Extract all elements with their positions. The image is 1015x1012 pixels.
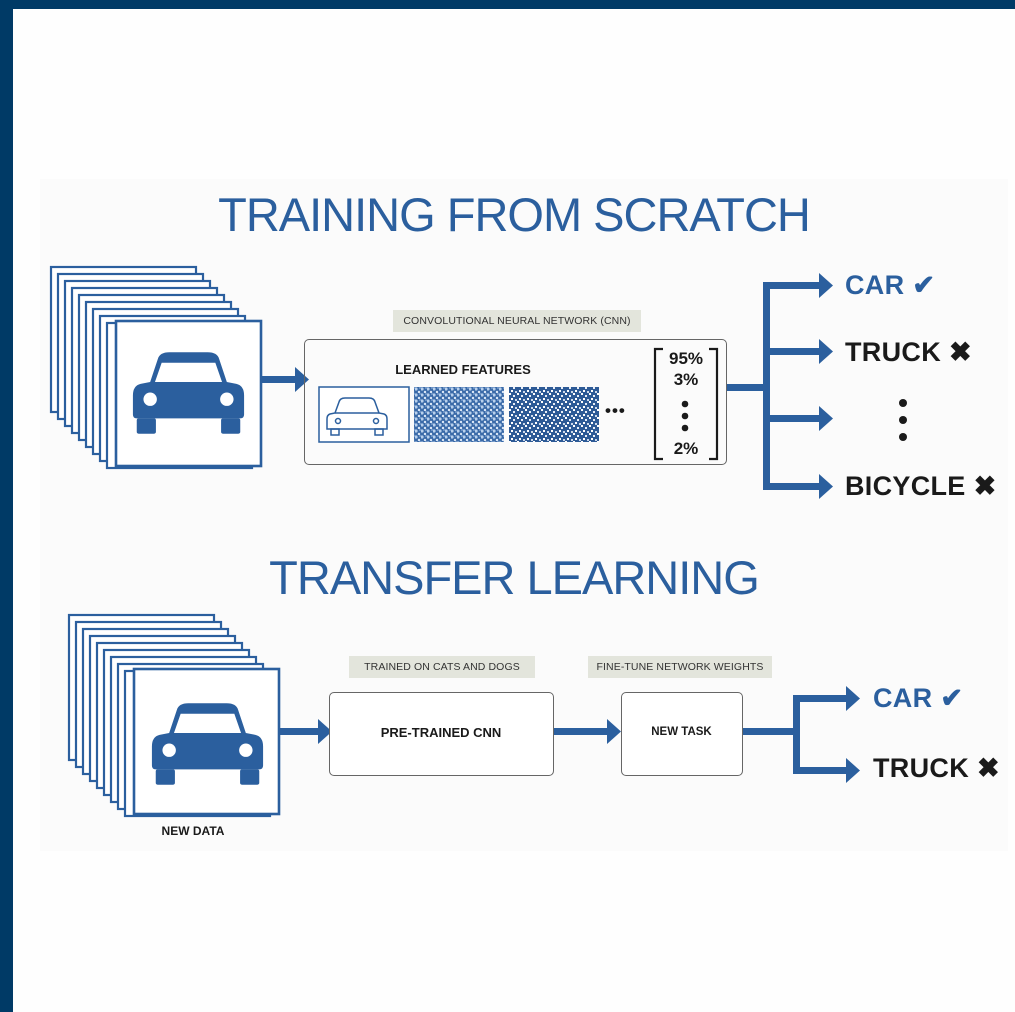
title-training-from-scratch: TRAINING FROM SCRATCH — [218, 188, 811, 241]
feature-ellipsis: ••• — [605, 401, 626, 420]
arrow-into-cnn — [261, 367, 309, 392]
new-task-box: NEW TASK — [621, 692, 743, 776]
cross-icon: ✖ — [977, 753, 1000, 783]
transfer-output-tree — [743, 686, 860, 783]
output-label: BICYCLE — [845, 471, 966, 501]
output-bicycle: BICYCLE✖ — [845, 471, 997, 502]
transfer-image-stack — [67, 613, 281, 818]
learned-features-label: LEARNED FEATURES — [395, 362, 531, 377]
probability-vertical-dots — [681, 400, 689, 432]
new-task-label: NEW TASK — [651, 726, 712, 738]
feature-map-blur — [414, 387, 504, 442]
cross-icon: ✖ — [973, 471, 997, 501]
output-vertical-dots — [899, 399, 907, 441]
output-label: TRUCK — [873, 753, 969, 783]
cnn-box — [304, 339, 727, 465]
output-label: CAR — [873, 683, 933, 713]
trained-on-tag: TRAINED ON CATS AND DOGS — [349, 656, 535, 678]
cross-icon: ✖ — [949, 337, 972, 367]
feature-map-pixel — [509, 387, 599, 442]
output-truck: TRUCK ✖ — [845, 337, 972, 368]
probability-value: 2% — [673, 439, 699, 458]
output-label: TRUCK — [845, 337, 941, 367]
check-icon: ✔ — [940, 683, 964, 713]
arrow-into-newtask — [554, 719, 621, 744]
scratch-output-tree — [726, 273, 833, 499]
new-data-label: NEW DATA — [161, 824, 225, 838]
probability-brackets — [653, 347, 719, 461]
finetune-tag: FINE-TUNE NETWORK WEIGHTS — [588, 656, 772, 678]
pretrained-cnn-label: PRE-TRAINED CNN — [380, 725, 502, 740]
transfer-output-truck: TRUCK ✖ — [873, 753, 1000, 784]
check-icon: ✔ — [912, 270, 936, 300]
figure-frame: TRAINING FROM SCRATCH TRANSFER LEARNING … — [13, 9, 1015, 1012]
arrow-into-pretrained — [280, 719, 332, 744]
pretrained-cnn-box: PRE-TRAINED CNN — [329, 692, 554, 776]
cnn-tag: CONVOLUTIONAL NEURAL NETWORK (CNN) — [393, 310, 641, 332]
title-transfer-learning: TRANSFER LEARNING — [269, 551, 760, 604]
probability-value: 3% — [673, 370, 699, 389]
transfer-output-car: CAR✔ — [873, 683, 963, 714]
diagram-graphics — [49, 265, 907, 818]
feature-map-car — [318, 386, 410, 443]
probability-value: 95% — [668, 349, 704, 368]
output-label: CAR — [845, 270, 905, 300]
output-car: CAR✔ — [845, 270, 935, 301]
